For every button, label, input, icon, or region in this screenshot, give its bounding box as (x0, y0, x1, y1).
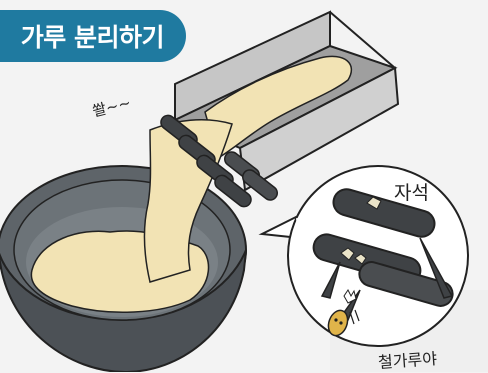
powder-in-chute (204, 55, 353, 160)
iron-powder-character (327, 289, 360, 337)
magnet-label: 자석 (394, 182, 429, 204)
section-title-banner: 가루 분리하기 (0, 10, 186, 62)
magnet-rollers (160, 114, 278, 208)
magnified-magnets (312, 188, 454, 321)
iron-powder-label: 철가루야 (377, 348, 438, 373)
section-title: 가루 분리하기 (20, 23, 165, 52)
